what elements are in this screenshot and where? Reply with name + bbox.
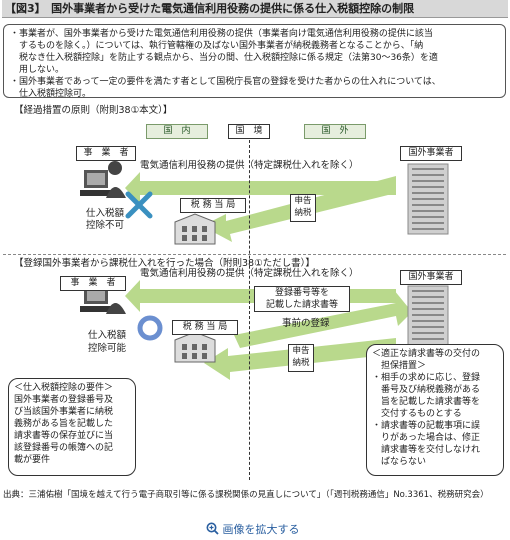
measures-line: 番号及び納税義務がある [372, 385, 481, 395]
note-line: ・事業者が、国外事業者から受けた電気通信利用役務の提供（事業者向け電気通信利用役… [10, 29, 433, 39]
registration-arrow [234, 290, 412, 348]
requirements-line: 義務がある旨を記載した [14, 419, 114, 429]
filing-line: 納税 [292, 358, 310, 368]
note-line: するものを除く。）については、執行管轄権の及ばない国外事業者が納税義務者となるこ… [10, 41, 424, 51]
tax-office-label-1: 税 務 当 局 [180, 198, 246, 213]
zoom-in-icon [206, 522, 219, 535]
section-divider [3, 254, 506, 255]
figure-title: 【図3】 国外事業者から受けた電気通信利用役務の提供に係る仕入税額控除の制限 [2, 0, 508, 18]
requirements-line: 請求書等の保存並びに当 [14, 431, 114, 441]
invoice-box: 登録番号等を 記載した請求書等 [254, 286, 350, 312]
filing-line: 申告 [292, 346, 310, 356]
service-arrow-1 [125, 172, 396, 204]
service-label-2: 電気通信利用役務の提供（特定課税仕入れを除く） [140, 268, 359, 279]
deduction-line: 控除可能 [88, 343, 127, 354]
cross-icon [125, 191, 153, 219]
tax-office-building-icon-1 [174, 213, 216, 245]
summary-note: ・事業者が、国外事業者から受けた電気通信利用役務の提供（事業者向け電気通信利用役… [3, 24, 506, 99]
foreign-business-label-1: 国外事業者 [400, 146, 462, 161]
measures-line: ・請求書等の記載事項に誤 [372, 421, 481, 431]
filing-box-2: 申告 納税 [288, 344, 314, 372]
filing-line: 納税 [294, 208, 312, 218]
requirements-box: ＜仕入税額控除の要件＞ 国外事業者の登録番号及 び当該国外事業者に納税 義務があ… [8, 378, 136, 476]
zone-border: 国 境 [228, 124, 270, 139]
requirements-line: び当該国外事業者に納税 [14, 407, 114, 417]
measures-line: ばならない [372, 457, 427, 467]
tax-office-building-icon-2 [174, 331, 216, 363]
zoom-link[interactable]: 画像を拡大する [206, 521, 300, 537]
measures-line: 交付するものとする [372, 409, 462, 419]
zoom-label: 画像を拡大する [222, 523, 300, 536]
requirements-line: ＜仕入税額控除の要件＞ [14, 383, 114, 393]
requirements-line: 国外事業者の登録番号及 [14, 395, 114, 405]
deduction-line: 控除不可 [86, 220, 125, 231]
registration-label: 事前の登録 [282, 318, 330, 329]
measures-line: 旨を記載した請求書等を [372, 397, 481, 407]
service-label-1: 電気通信利用役務の提供（特定課税仕入れを除く） [140, 160, 359, 171]
invoice-line: 登録番号等を [274, 288, 329, 298]
business-computer-icon-1 [80, 161, 126, 198]
deduction-line: 仕入税額 [88, 330, 127, 341]
section1-heading: 【経過措置の原則（附則38①本文）】 [14, 105, 173, 116]
note-line: 税なき仕入税額控除」を防止する観点から、当分の間、仕入税額控除に係る規定（法第3… [10, 53, 438, 63]
border-line [249, 140, 250, 480]
filing-box-1: 申告 納税 [290, 194, 316, 222]
circle-icon [137, 315, 163, 341]
measures-line: 請求書等を交付しなけれ [372, 445, 481, 455]
foreign-building-icon-1 [407, 163, 449, 235]
note-line: ・国外事業者であって一定の要件を満たす者として国税庁長官の登録を受けた者からの仕… [10, 77, 441, 87]
section2-heading: 【登録国外事業者から課税仕入れを行った場合（附則38①ただし書）】 [14, 258, 315, 269]
note-line: 仕入税額控除可。 [10, 89, 92, 99]
filing-line: 申告 [294, 196, 312, 206]
measures-line: りがあった場合は、修正 [372, 433, 481, 443]
zone-domestic: 国 内 [146, 124, 208, 139]
business-label-1: 事 業 者 [76, 146, 136, 161]
requirements-line: 載が要件 [14, 455, 51, 465]
invoice-line: 記載した請求書等 [265, 300, 338, 310]
requirements-line: 該登録番号の帳簿への記 [14, 443, 114, 453]
measures-line: 担保措置＞ [372, 361, 427, 371]
zone-foreign: 国 外 [304, 124, 366, 139]
measures-box: ＜適正な請求書等の交付の 担保措置＞ ・相手の求めに応じ、登録 番号及び納税義務… [366, 344, 504, 476]
foreign-business-label-2: 国外事業者 [400, 270, 462, 285]
source-citation: 出典：三浦佑樹「国境を越えて行う電子商取引等に係る課税関係の見直しについて」（「… [3, 490, 489, 500]
tax-office-label-2: 税 務 当 局 [172, 320, 238, 335]
note-line: 用しない。 [10, 65, 65, 75]
measures-line: ＜適正な請求書等の交付の [372, 349, 481, 359]
measures-line: ・相手の求めに応じ、登録 [372, 373, 481, 383]
business-label-2: 事 業 者 [60, 276, 126, 291]
deduction-line: 仕入税額 [86, 208, 125, 219]
